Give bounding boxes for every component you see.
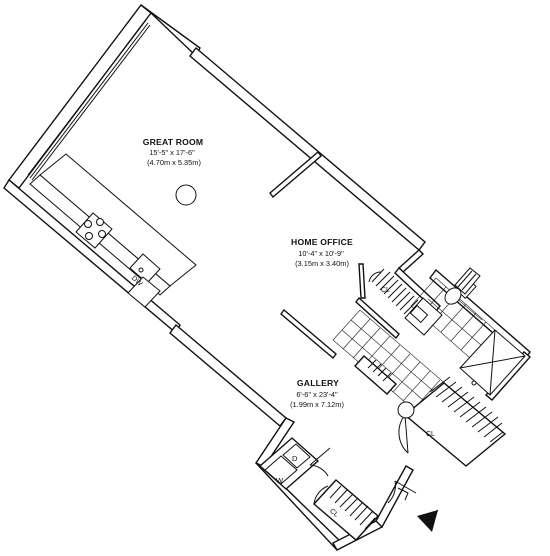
entry-closet — [312, 479, 380, 541]
dryer-label: D — [292, 454, 298, 463]
structural-column — [175, 184, 197, 206]
cooktop-icon — [75, 212, 113, 249]
office-closet-label: CL — [381, 287, 390, 294]
home-office-name: HOME OFFICE — [291, 237, 353, 247]
laundry — [258, 437, 331, 490]
washer-label: W — [276, 476, 284, 485]
entry-door — [387, 480, 417, 504]
label-great-room: GREAT ROOM 15'-5" x 17'-6" (4.70m x 5.35… — [143, 137, 204, 167]
entry-closet-label: CL — [328, 508, 339, 519]
great-room-name: GREAT ROOM — [143, 137, 204, 147]
kitchen-sink-icon — [129, 253, 161, 284]
home-office-dims-metric: (3.15m x 3.40m) — [295, 259, 349, 268]
gallery-closet — [397, 376, 507, 467]
window — [27, 19, 151, 181]
bath-linen-closet — [354, 355, 397, 395]
label-gallery: GALLERY 6'-6" x 23'-4" (1.99m x 7.12m) — [290, 378, 344, 409]
gallery-dims: 6'-6" x 23'-4" — [296, 390, 338, 399]
kitchen: DW — [29, 153, 197, 308]
great-room-dims: 15'-5" x 17'-6" — [149, 148, 195, 157]
office-closet-hatch — [368, 268, 419, 315]
gallery-closet-label: CL — [426, 431, 435, 438]
home-office-dims: 10'-4" x 10'-9" — [298, 249, 344, 258]
label-home-office: HOME OFFICE 10'-4" x 10'-9" (3.15m x 3.4… — [291, 237, 353, 268]
kitchen-counter — [39, 153, 197, 287]
washer — [264, 455, 298, 485]
dryer — [282, 443, 311, 469]
great-room-dims-metric: (4.70m x 5.35m) — [147, 158, 201, 167]
office-partition — [269, 150, 337, 360]
gallery-dims-metric: (1.99m x 7.12m) — [290, 400, 344, 409]
gallery-name: GALLERY — [297, 378, 339, 388]
dishwasher — [127, 276, 161, 308]
sink-icon — [409, 304, 429, 324]
office-closet-walls — [355, 249, 441, 340]
